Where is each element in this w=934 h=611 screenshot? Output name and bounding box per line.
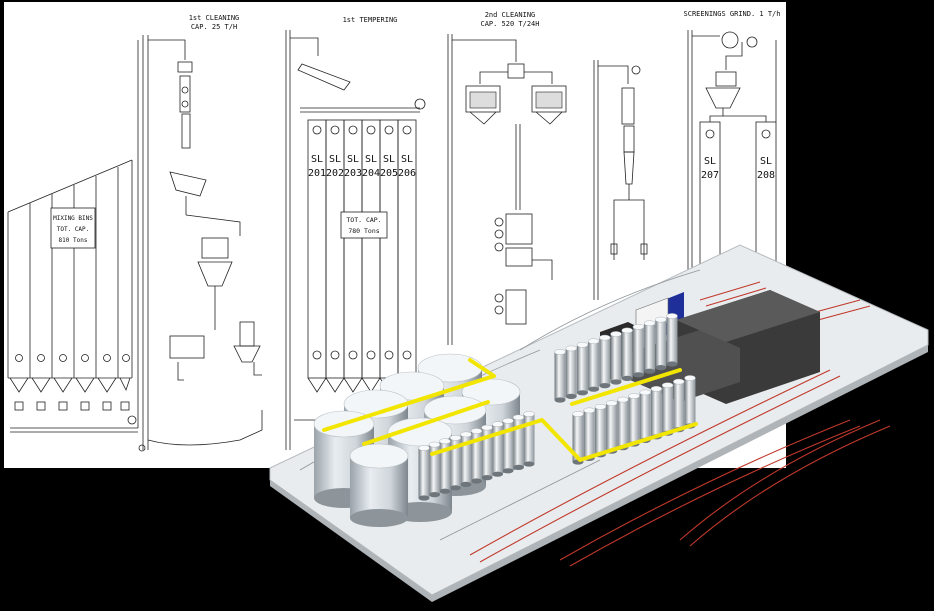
small-bin [650,385,663,440]
tempering-silo-205-number: 205 [380,168,398,179]
small-bin [673,378,685,433]
small-bin [439,438,451,494]
small-bin [661,382,674,436]
small-bin [418,445,430,501]
mixing-bins [7,40,139,433]
yellow-conveyors [322,358,698,462]
tempering-silo-204-prefix: SL [365,154,377,165]
tempering-silo-205-prefix: SL [383,154,395,165]
first-cleaning-line [138,35,263,452]
tempering-silo-206-prefix: SL [401,154,413,165]
mixing-bins-cap-value: 810 Tons [59,237,88,244]
small-bin [512,414,525,470]
small-bin [643,320,656,374]
small-bin [502,417,514,474]
conveyor-bank-upper [570,368,682,406]
mixing-bins-label: MIXING BINS [53,215,93,222]
small-bin [684,375,696,429]
tempering-silo-201-prefix: SL [311,154,323,165]
screening-silo-207-prefix: SL [704,156,716,167]
tempering-silo-203-prefix: SL [347,154,359,165]
small-bin [470,428,483,484]
small-bin [599,334,611,389]
small-bin [428,441,441,498]
screenings-grinding-line [593,30,777,300]
tempering-total-value: 780 Tons [348,227,379,235]
small-bin [491,421,504,477]
tempering-silo-206-number: 206 [398,168,416,179]
small-bin [621,327,633,381]
plant-3d-model [269,244,929,602]
tempering-silo-202-prefix: SL [329,154,341,165]
small-bin [655,316,667,371]
mill-building-top [676,290,820,342]
tempering-silo-201-number: 201 [308,168,326,179]
small-bin [565,345,577,399]
section-title-screenings-grind: SCREENINGS GRIND. 1 T/h [684,10,781,18]
screening-silo-207-number: 207 [701,170,719,181]
small-bin [617,396,629,451]
tempering-total-label: TOT. CAP. [346,216,381,224]
conveyor-bank-middle [430,418,698,462]
small-bin [628,393,640,447]
small-bin [449,434,462,491]
section-capacity-2nd-cleaning: CAP. 520 T/24H [480,20,539,28]
small-bin [594,403,607,458]
small-bin [605,400,618,454]
screening-silo-208-number: 208 [757,170,775,181]
bin-banks [418,313,696,501]
small-bin [572,411,584,465]
large-silo [349,443,409,527]
small-bin [554,349,566,403]
mixing-bins-cap-label: TOT. CAP. [57,226,90,233]
conveyor-silo-group-lower [362,400,490,446]
mixing-bins-label-box [50,207,96,249]
small-bin [632,323,645,378]
small-bin [639,389,651,443]
tempering-total-box [340,211,388,239]
section-title-1st-cleaning: 1st CLEANING [189,14,240,22]
section-title-2nd-cleaning: 2nd CLEANING [485,11,536,19]
tempering-silo-204-number: 204 [362,168,380,179]
screening-silo-208-prefix: SL [760,156,772,167]
small-bin [610,331,622,385]
second-cleaning-scourers [469,91,563,109]
tempering-silo-203-number: 203 [344,168,362,179]
small-bin [523,411,535,467]
section-capacity-1st-cleaning: CAP. 25 T/H [191,23,237,31]
section-title-1st-tempering: 1st TEMPERING [343,16,398,24]
small-bin [576,341,589,396]
small-bin [460,431,472,487]
small-bin [587,338,600,392]
small-bin [583,407,595,461]
tempering-silo-202-number: 202 [326,168,344,179]
small-bin [481,424,493,481]
conveyor-silo-group [322,358,496,432]
second-cleaning-line [447,34,567,345]
small-bin [666,313,678,367]
